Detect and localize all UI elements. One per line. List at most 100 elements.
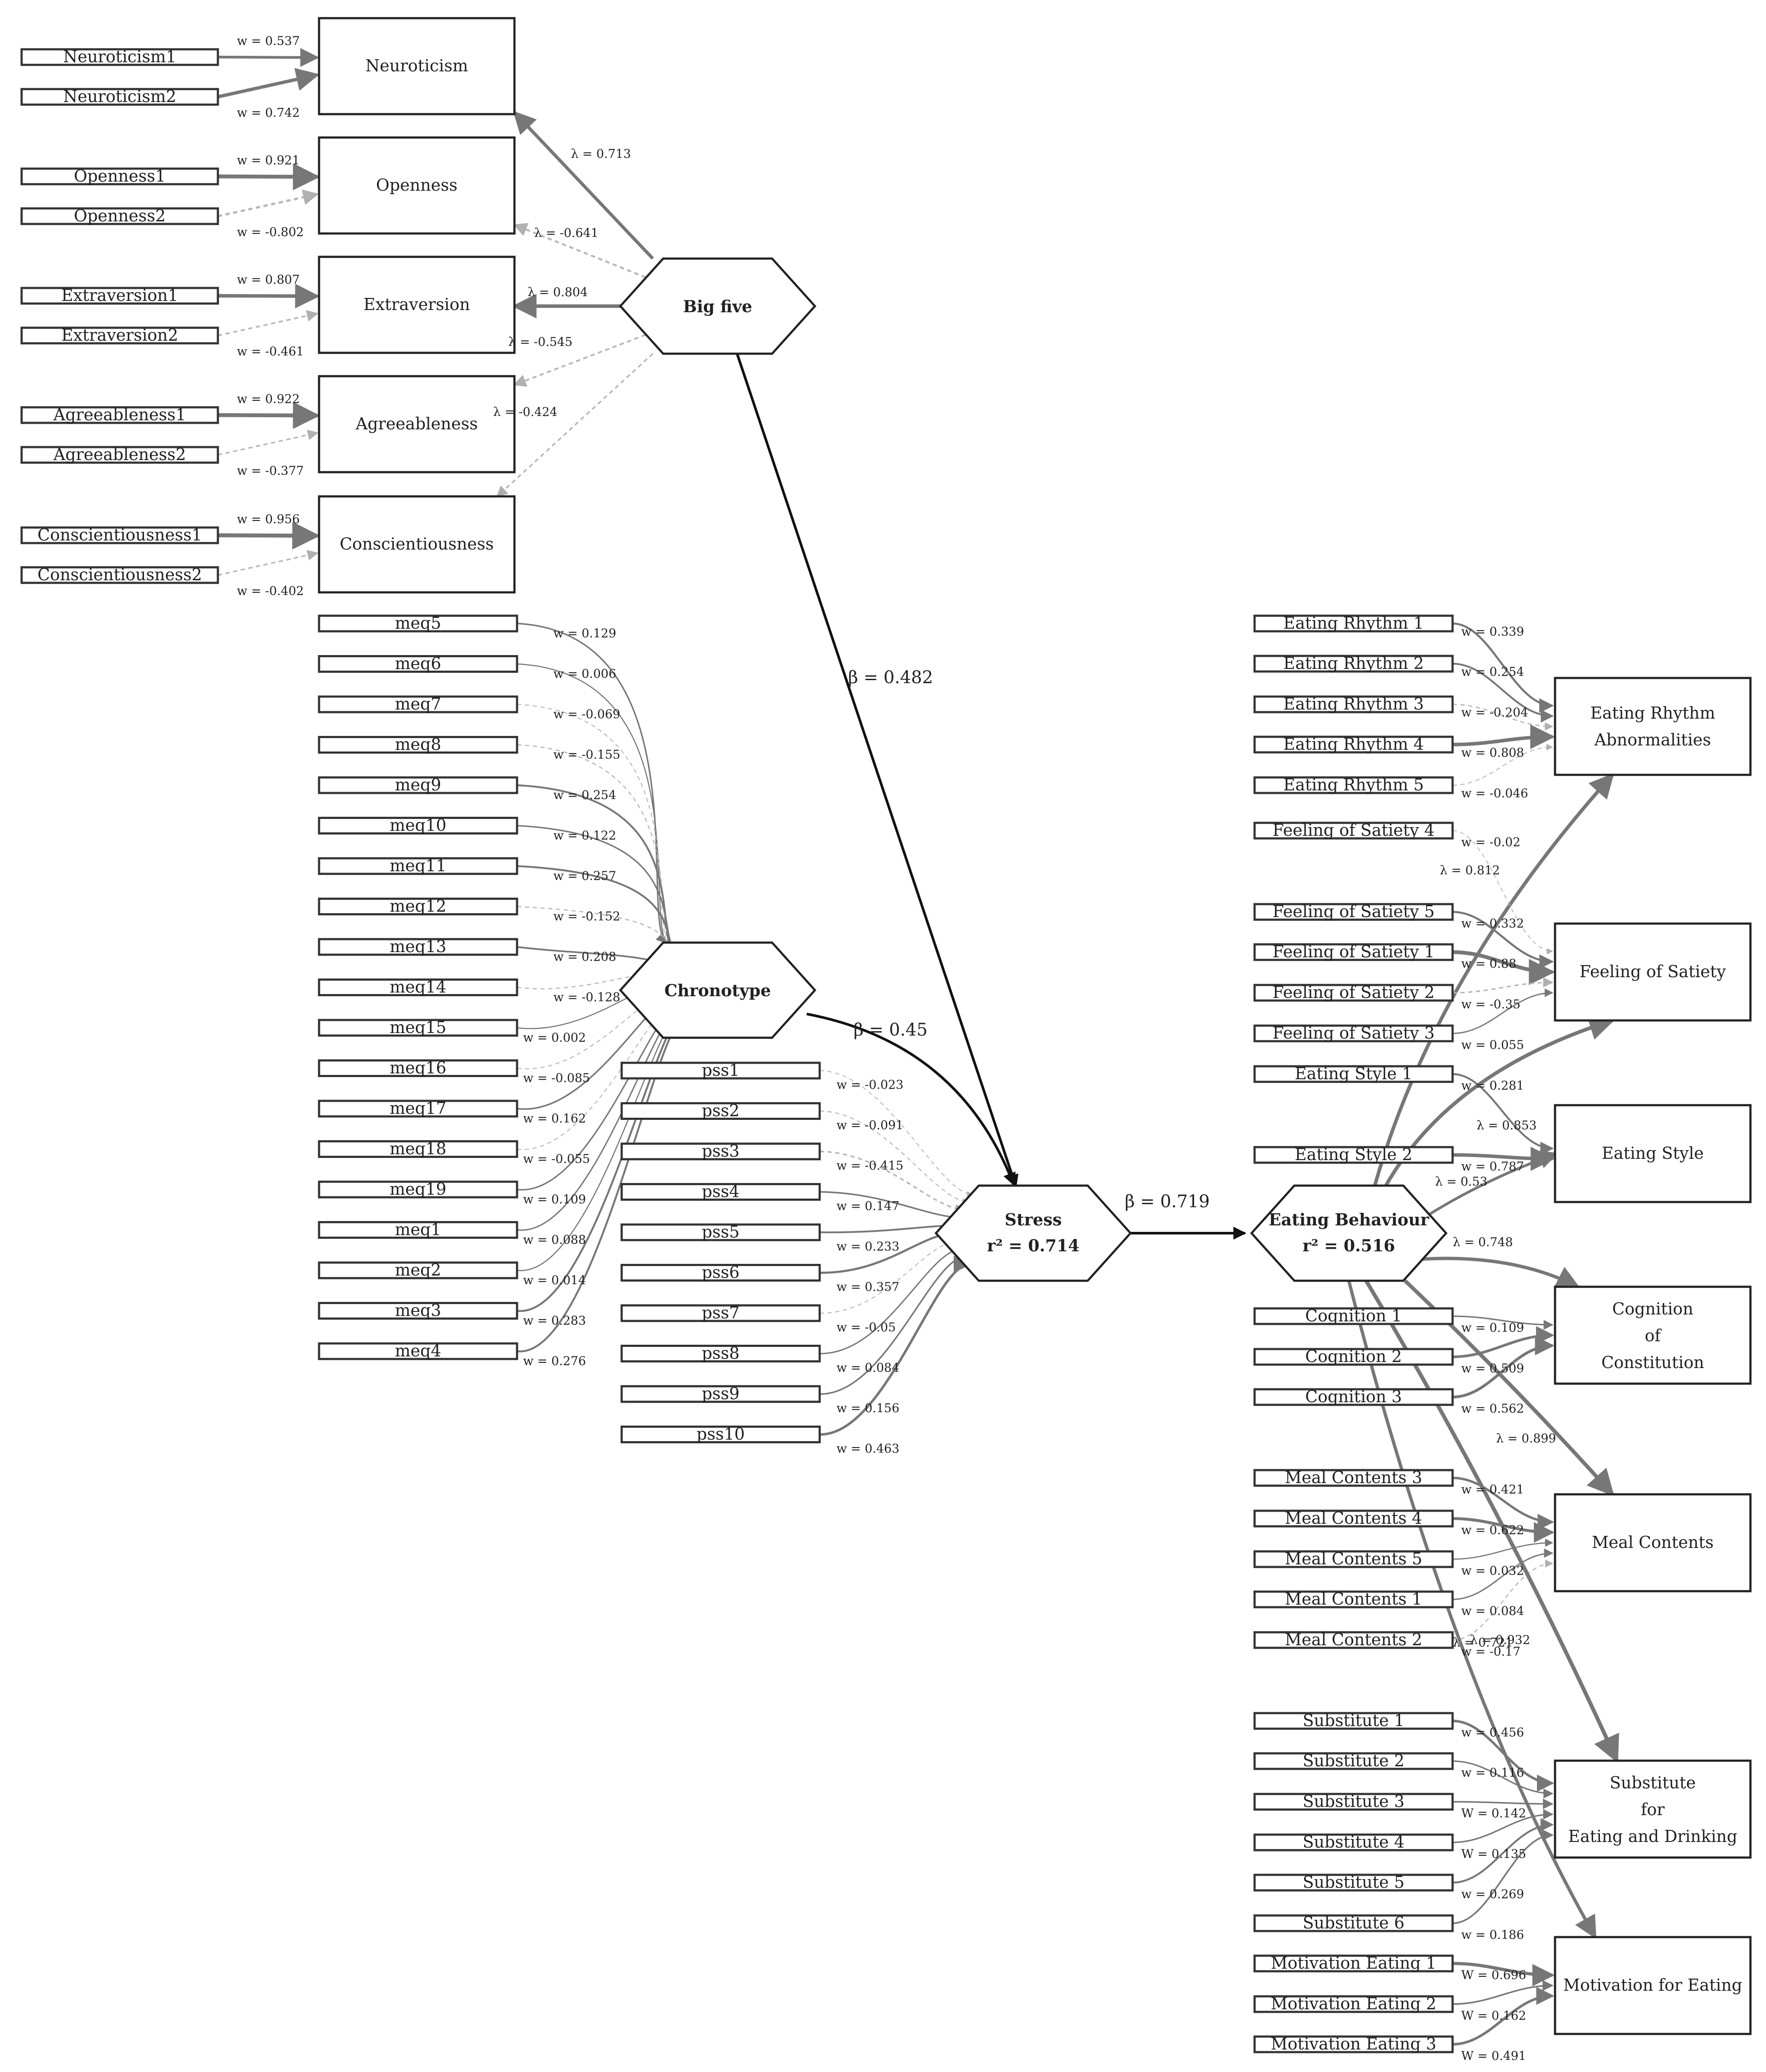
indicator-pss10-label: pss10 — [696, 1425, 745, 1444]
weight-label: w = -0.055 — [523, 1152, 590, 1166]
weight-label: w = 0.808 — [1461, 745, 1524, 760]
construct-eating-style — [1554, 1104, 1752, 1203]
weight-label: w = 0.463 — [837, 1442, 899, 1456]
weight-label: w = 0.562 — [1461, 1401, 1524, 1416]
indicator-arrow — [217, 429, 319, 456]
indicator-arrow — [819, 1110, 970, 1206]
indicator-feeling-of-satiety-5-box — [1253, 903, 1454, 921]
construct-cognition-of-constitution — [1554, 1285, 1752, 1385]
indicator-agreeableness2-box — [20, 446, 219, 464]
indicator-meq10-box — [318, 817, 518, 835]
construct-neuroticism-label: Neuroticism — [365, 56, 468, 75]
latent-chronotype — [619, 941, 817, 1039]
indicator-pss8-label: pss8 — [702, 1344, 740, 1363]
indicator-arrow — [819, 1191, 964, 1223]
loading-arrow — [1422, 1257, 1580, 1289]
construct-openness — [318, 136, 516, 235]
latent-eating-behaviour — [1250, 1184, 1448, 1282]
indicator-pss7-box — [620, 1304, 821, 1322]
indicator-arrow — [1452, 1980, 1554, 2005]
indicator-arrow — [1452, 1987, 1555, 2046]
indicator-meq3-box — [318, 1302, 518, 1320]
indicator-meq5-box — [318, 614, 518, 633]
indicator-pss10-box — [620, 1426, 821, 1443]
lambda-label: λ = 0.748 — [1453, 1235, 1513, 1249]
indicator-arrow — [517, 744, 674, 956]
indicator-conscientiousness2-label: Conscientiousness2 — [38, 565, 202, 584]
indicator-arrow — [1452, 1829, 1554, 1924]
indicator-arrow — [819, 1244, 964, 1355]
indicator-pss5-label: pss5 — [702, 1222, 740, 1241]
indicator-arrow — [1452, 662, 1554, 723]
indicator-pss7-label: pss7 — [702, 1303, 740, 1322]
indicator-arrow — [1452, 830, 1553, 955]
indicator-substitute-6-label: Substitute 6 — [1303, 1913, 1405, 1932]
indicator-pss6-box — [620, 1264, 821, 1282]
path-chronotype-stress — [806, 1013, 1016, 1186]
indicator-arrow — [1452, 1315, 1554, 1330]
indicator-meq1-label: meq1 — [395, 1220, 441, 1239]
indicator-substitute-5-label: Substitute 5 — [1303, 1873, 1405, 1892]
loading-arrow — [496, 353, 654, 497]
indicator-pss9-box — [620, 1385, 821, 1403]
indicator-motivation-eating-1-label: Motivation Eating 1 — [1271, 1954, 1436, 1973]
beta-bigfive-stress: β = 0.482 — [848, 668, 933, 687]
indicator-meal-contents-5-label: Meal Contents 5 — [1285, 1549, 1422, 1568]
weight-label: w = 0.032 — [1461, 1564, 1524, 1578]
weight-label: w = 0.055 — [1461, 1038, 1524, 1052]
indicator-openness2-box — [20, 207, 219, 225]
indicator-pss4-label: pss4 — [702, 1182, 740, 1201]
indicator-arrow — [819, 1237, 960, 1314]
indicator-pss5-box — [620, 1223, 821, 1241]
indicator-substitute-4-label: Substitute 4 — [1303, 1832, 1405, 1851]
weight-label: w = -0.152 — [553, 909, 620, 924]
indicator-meq16-label: meq16 — [390, 1058, 446, 1078]
indicator-eating-rhythm-1-box — [1253, 614, 1454, 633]
indicator-eating-rhythm-4-box — [1253, 735, 1454, 754]
indicator-meq7-label: meq7 — [395, 694, 441, 713]
indicator-meq9-label: meq9 — [395, 775, 441, 794]
weight-label: w = 0.257 — [553, 869, 616, 883]
latent-stress-r2: r² = 0.714 — [987, 1236, 1079, 1255]
indicator-extraversion2-label: Extraversion2 — [61, 326, 179, 345]
latent-big-five-label: Big five — [683, 297, 752, 316]
indicator-substitute-4-box — [1253, 1833, 1454, 1851]
indicator-meq8-box — [318, 736, 518, 754]
weight-label: w = -0.023 — [837, 1078, 904, 1092]
indicator-arrow — [1452, 1798, 1554, 1810]
indicator-agreeableness1-box — [20, 406, 219, 424]
lambda-label: λ = 0.899 — [1496, 1431, 1556, 1445]
indicator-arrow — [517, 663, 669, 948]
indicator-feeling-of-satiety-1-box — [1253, 943, 1454, 961]
indicator-meq2-label: meq2 — [395, 1260, 441, 1279]
weight-label: w = 0.254 — [1461, 665, 1524, 679]
weight-label: w = 0.357 — [837, 1280, 899, 1294]
weight-label: w = 0.339 — [1461, 624, 1524, 639]
indicator-feeling-of-satiety-2-label: Feeling of Satiety 2 — [1272, 983, 1434, 1002]
indicator-eating-rhythm-5-label: Eating Rhythm 5 — [1283, 775, 1424, 794]
indicator-arrow — [819, 1151, 967, 1215]
indicator-arrow — [1452, 1336, 1555, 1399]
construct-meal-contents — [1554, 1493, 1752, 1592]
latent-eating-behaviour-r2: r² = 0.516 — [1303, 1236, 1395, 1255]
construct-eating-rhythm-abnormalities — [1554, 677, 1752, 776]
indicator-meal-contents-1-label: Meal Contents 1 — [1285, 1589, 1422, 1608]
indicator-arrow — [1452, 950, 1555, 985]
indicator-feeling-of-satiety-5-label: Feeling of Satiety 5 — [1272, 902, 1434, 921]
indicator-meq14-label: meq14 — [390, 978, 446, 997]
construct-motivation-for-eating-label: Motivation for Eating — [1563, 1976, 1742, 1995]
construct-agreeableness — [318, 375, 516, 473]
indicator-motivation-eating-3-label: Motivation Eating 3 — [1271, 2034, 1436, 2053]
lambda-label: λ = -0.545 — [508, 335, 573, 349]
weight-label: W = 0.162 — [1461, 2008, 1526, 2023]
weight-label: w = -0.091 — [837, 1118, 904, 1132]
indicator-feeling-of-satiety-3-box — [1253, 1024, 1454, 1042]
indicator-meq5-label: meq5 — [395, 614, 441, 633]
construct-extraversion-label: Extraversion — [364, 295, 470, 314]
weight-label: w = 0.921 — [237, 153, 300, 167]
weight-label: w = 0.084 — [1461, 1604, 1524, 1618]
indicator-meq13-box — [318, 938, 518, 956]
